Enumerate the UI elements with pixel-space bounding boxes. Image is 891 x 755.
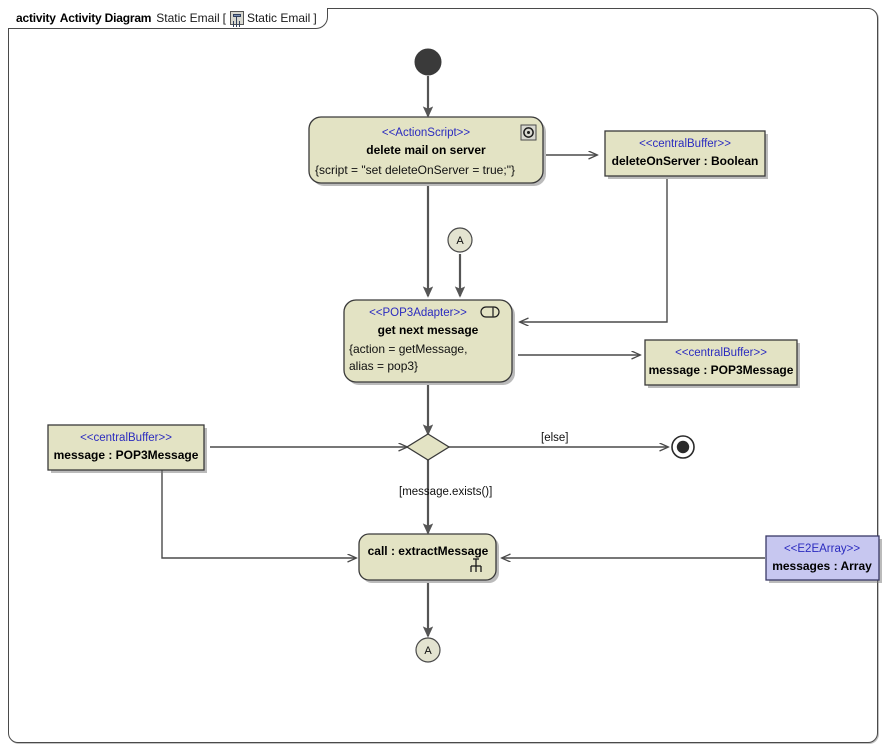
object-message-right-stereotype: <<centralBuffer>>: [675, 347, 767, 359]
action-get-next-message-body-line2: alias = pop3}: [349, 359, 418, 373]
action-get-next-message[interactable]: <<POP3Adapter>> get next message {action…: [343, 299, 515, 385]
connector-node-out-label: A: [424, 645, 432, 657]
object-delete-on-server-stereotype: <<centralBuffer>>: [639, 138, 731, 150]
script-gear-icon: [520, 124, 537, 141]
action-call-extract-message[interactable]: call : extractMessage: [358, 533, 499, 583]
action-delete-mail-name: delete mail on server: [366, 143, 486, 157]
object-node-message-left[interactable]: <<centralBuffer>> message : POP3Message: [47, 424, 207, 473]
edge-buffer-to-get-next-message: [520, 179, 668, 322]
object-message-left-stereotype: <<centralBuffer>>: [80, 432, 172, 444]
object-node-delete-on-server[interactable]: <<centralBuffer>> deleteOnServer : Boole…: [604, 130, 768, 179]
frame-diagram-name: Static Email: [156, 11, 220, 25]
diagram-frame-title: activity Activity Diagram Static Email […: [8, 8, 328, 29]
connector-node-in[interactable]: A: [447, 227, 473, 253]
frame-type-name: Activity Diagram: [59, 11, 152, 25]
object-messages-array-name: messages : Array: [772, 559, 872, 573]
object-node-messages-array[interactable]: <<E2EArray>> messages : Array: [765, 535, 882, 583]
object-delete-on-server-name: deleteOnServer : Boolean: [612, 154, 759, 168]
initial-node[interactable]: [414, 48, 442, 76]
activity-diagram-icon: [229, 11, 244, 25]
edge-label-else: [else]: [541, 432, 569, 444]
action-call-extract-message-name: call : extractMessage: [368, 544, 489, 558]
edge-label-message-exists: [message.exists()]: [399, 486, 492, 498]
connector-node-out[interactable]: A: [415, 637, 441, 663]
frame-open-bracket: [: [222, 11, 226, 25]
rake-icon: [470, 558, 482, 572]
action-get-next-message-stereotype: <<POP3Adapter>>: [369, 307, 467, 319]
object-messages-array-stereotype: <<E2EArray>>: [784, 543, 860, 555]
action-delete-mail-stereotype: <<ActionScript>>: [382, 127, 471, 139]
decision-node[interactable]: [405, 433, 451, 461]
edge-labels-layer: [else] [message.exists()]: [399, 432, 569, 498]
frame-keyword: activity: [16, 11, 56, 25]
action-get-next-message-name: get next message: [378, 323, 479, 337]
frame-close-bracket: ]: [313, 11, 317, 25]
activity-final-node[interactable]: [671, 435, 695, 459]
action-delete-mail-on-server[interactable]: <<ActionScript>> delete mail on server {…: [308, 116, 546, 186]
object-message-right-name: message : POP3Message: [649, 363, 794, 377]
action-get-next-message-body-line1: {action = getMessage,: [349, 342, 467, 356]
object-node-message-right[interactable]: <<centralBuffer>> message : POP3Message: [644, 339, 800, 388]
frame-qualified-name: Static Email: [246, 11, 311, 25]
edges-layer: [161, 76, 765, 636]
connector-node-in-label: A: [456, 235, 464, 247]
port-adapter-icon: [480, 306, 500, 318]
object-message-left-name: message : POP3Message: [54, 448, 199, 462]
edge-message-buffer-left-to-extract-message: [161, 470, 356, 558]
action-delete-mail-body: {script = "set deleteOnServer = true;"}: [315, 163, 515, 177]
